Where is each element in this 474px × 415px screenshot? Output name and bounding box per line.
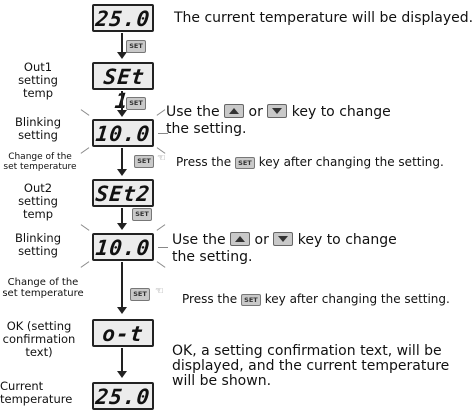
label-blinking-setting-2: Blinking setting (14, 231, 61, 258)
down-key-icon (273, 232, 294, 246)
set-key-icon: SET (132, 208, 152, 221)
desc-press-set-2: Press the SET key after changing the set… (182, 292, 450, 306)
hand-press-icon: ☜ (157, 153, 166, 164)
label-ok-setting-confirmation: OK (setting confirmation text) (2, 319, 76, 359)
lcd-blinking-setting-2: 10.0 (92, 233, 154, 261)
desc-change-setting-1: Use the or key to change the setting. (166, 104, 391, 137)
desc-press-set-1: Press the SET key after changing the set… (176, 155, 444, 169)
set-key-icon: SET (234, 157, 255, 169)
down-key-icon (267, 104, 288, 118)
lcd-blinking-setting-1: 10.0 (92, 119, 154, 147)
label-out1-setting-temp: Out1 setting temp (18, 60, 58, 100)
hand-press-icon: ☜ (155, 286, 164, 297)
lcd-current-temp-final: 25.0 (92, 382, 154, 410)
label-blinking-setting-1: Blinking setting (14, 115, 61, 142)
set-key-icon: SET (240, 294, 261, 306)
up-key-icon (230, 232, 251, 246)
lcd-out2-setting: SEt2 (92, 179, 154, 207)
label-change-set-temp-1: Change of the set temperature (3, 152, 77, 172)
set-key-icon: SET (130, 288, 150, 301)
set-key-icon: SET (134, 155, 154, 168)
desc-current-temp: The current temperature will be displaye… (174, 10, 474, 26)
desc-ok-confirmation: OK, a setting confirmation text, will be… (172, 343, 450, 389)
up-key-icon (224, 104, 245, 118)
label-out2-setting-temp: Out2 setting temp (18, 181, 58, 221)
desc-change-setting-2: Use the or key to change the setting. (172, 232, 397, 265)
lcd-ok-confirmation: o-t (92, 319, 154, 347)
set-key-icon: SET (126, 40, 146, 53)
set-key-icon: SET (126, 97, 146, 110)
lcd-current-temp: 25.0 (92, 4, 154, 32)
label-current-temperature: Current temperature (0, 379, 73, 406)
label-change-set-temp-2: Change of the set temperature (2, 277, 84, 299)
lcd-out1-setting: SEt 1 (92, 62, 154, 113)
